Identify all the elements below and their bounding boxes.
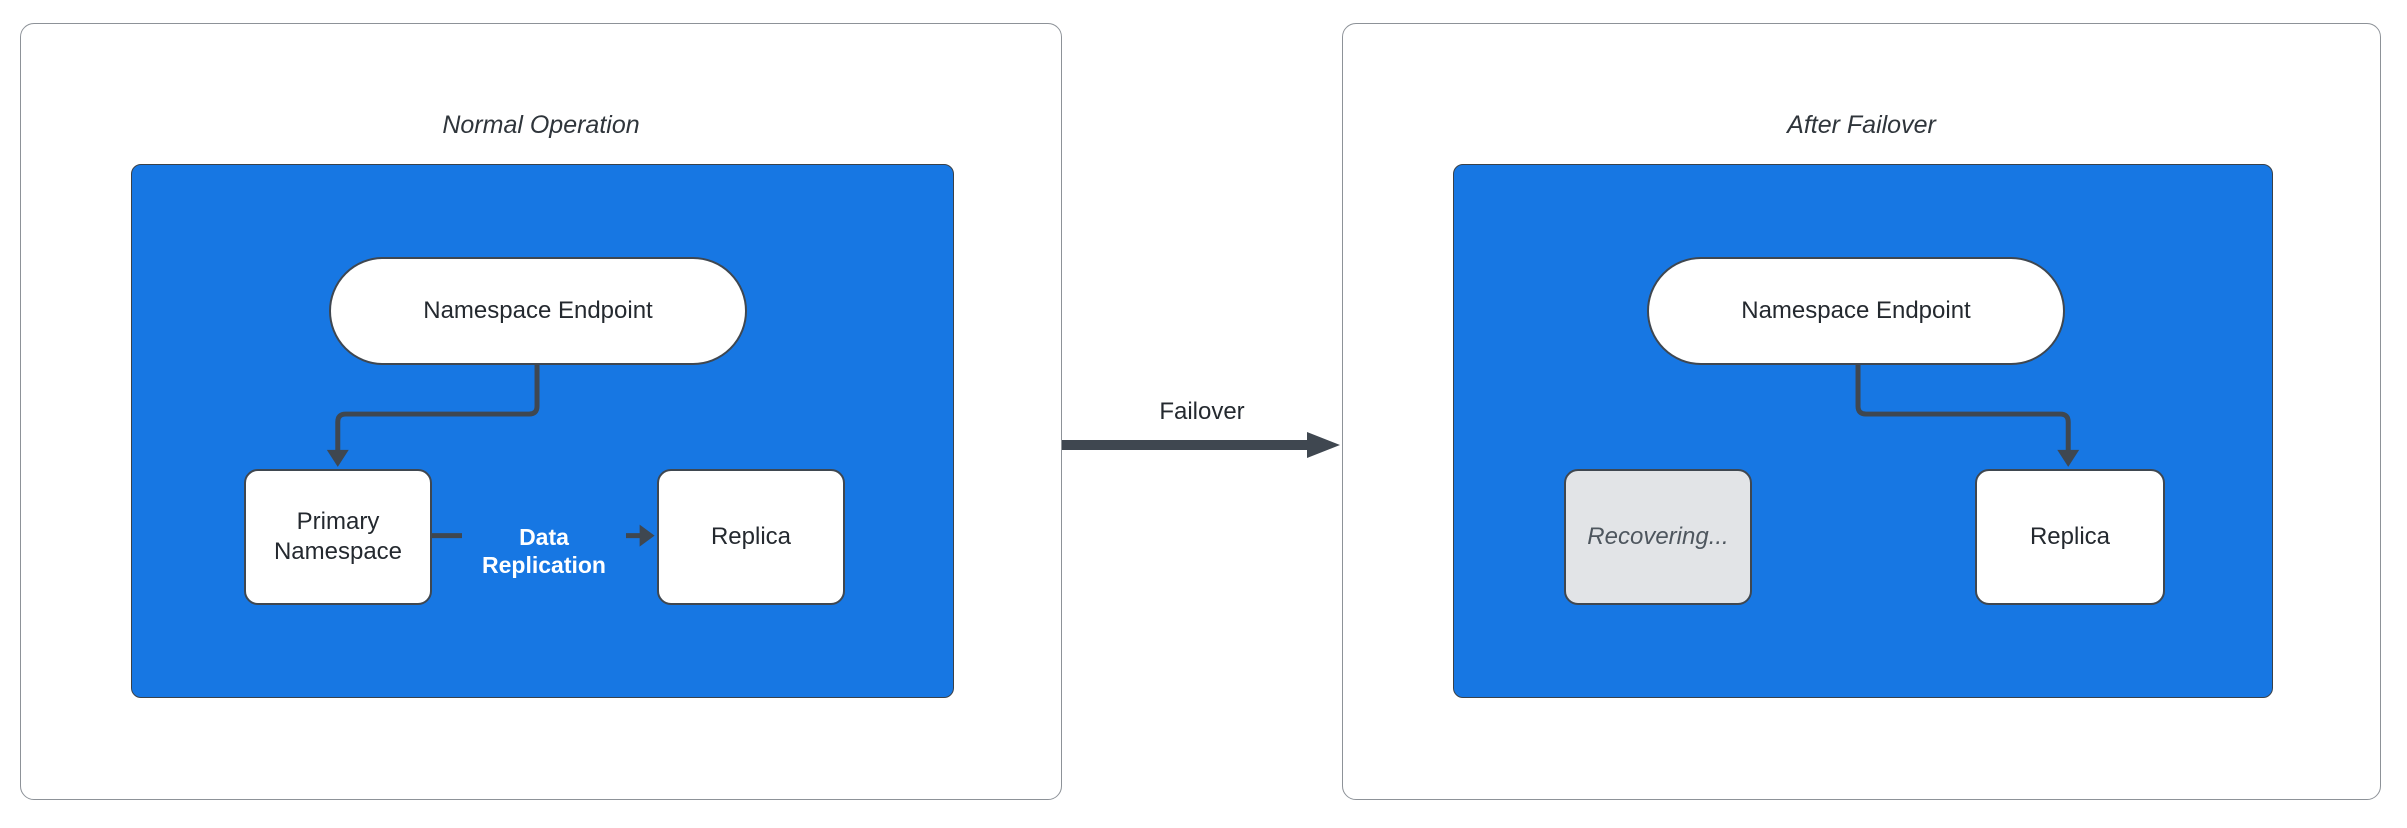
connector-layer (1855, 362, 2080, 467)
namespace-container: Namespace Endpoint Recovering... Replica (1453, 164, 2273, 698)
replica-node: Replica (657, 469, 845, 605)
recovering-node: Recovering... (1564, 469, 1752, 605)
after-failover-panel: After Failover Namespace Endpoint Recove… (1342, 23, 2381, 800)
data-replication-label: Data Replication (462, 523, 626, 578)
endpoint-to-replica-connector (1855, 362, 2071, 452)
namespace-endpoint-label: Namespace Endpoint (1741, 297, 1971, 324)
failover-arrow-shaft (1062, 440, 1310, 450)
arrow-right-icon (1307, 432, 1340, 458)
panel-title: Normal Operation (442, 111, 640, 139)
connector-layer (326, 362, 655, 547)
recovering-label: Recovering... (1587, 523, 1729, 550)
primary-namespace-label: Primary Namespace (273, 508, 403, 565)
replica-node: Replica (1975, 469, 2165, 605)
failover-arrow (1062, 432, 1340, 458)
endpoint-to-primary-connector (335, 362, 540, 452)
failover-label: Failover (1159, 398, 1245, 425)
arrow-down-icon (2057, 449, 2080, 467)
primary-namespace-node: Primary Namespace (244, 469, 432, 605)
arrow-down-icon (326, 449, 349, 467)
replica-label: Replica (710, 523, 792, 550)
namespace-container: Namespace Endpoint Primary Namespace Rep… (131, 164, 954, 698)
namespace-endpoint-node: Namespace Endpoint (329, 257, 747, 365)
namespace-endpoint-label: Namespace Endpoint (423, 297, 653, 324)
namespace-endpoint-node: Namespace Endpoint (1647, 257, 2065, 365)
replica-label: Replica (2029, 523, 2111, 550)
panel-title: After Failover (1787, 111, 1936, 139)
arrow-right-icon (639, 524, 655, 547)
normal-operation-panel: Normal Operation Namespace Endpoint Prim… (20, 23, 1062, 800)
